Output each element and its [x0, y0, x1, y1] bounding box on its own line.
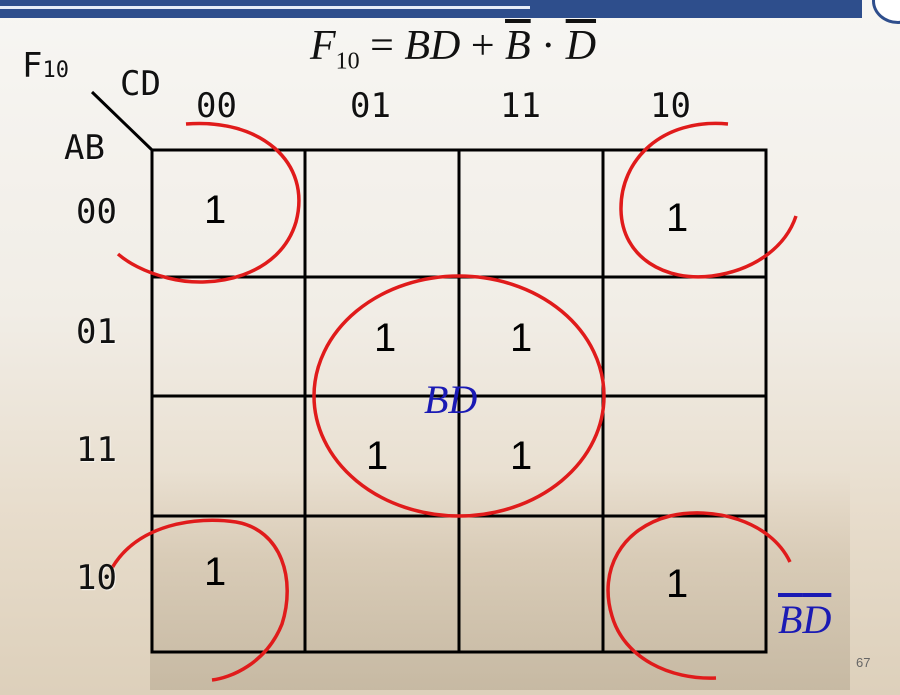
cell-r3-c3: 1: [666, 562, 689, 606]
formula-lhs-sub: 10: [335, 48, 360, 75]
group-label-bd: BD: [424, 377, 478, 422]
formula-equals: =: [370, 23, 394, 69]
group-loop-bd: [312, 274, 606, 518]
formula-lhs: F: [310, 23, 336, 69]
row-header-11: 11: [76, 430, 117, 470]
col-header-10: 10: [650, 86, 691, 126]
formula-term2-a: B: [505, 23, 531, 69]
function-label: F10: [22, 46, 69, 86]
group-loop-bottom-right: [606, 511, 792, 680]
cell-r0-c0: 1: [204, 188, 227, 232]
row-header-10: 10: [76, 558, 117, 598]
cell-r1-c2: 1: [510, 316, 533, 360]
group-label-bbar: B: [778, 597, 803, 642]
cell-r3-c0: 1: [204, 550, 227, 594]
group-label-dbar: D: [802, 597, 832, 642]
corner-diagonal: [90, 90, 154, 152]
cell-r2-c2: 1: [510, 434, 533, 478]
cell-r2-c1: 1: [366, 434, 389, 478]
group-loop-bottom-left: [110, 518, 289, 682]
group-label-bbar-dbar: BD: [778, 596, 831, 643]
formula-plus: +: [470, 23, 495, 69]
col-var-label: CD: [120, 64, 161, 104]
cell-r1-c1: 1: [374, 316, 397, 360]
row-header-01: 01: [76, 312, 117, 352]
function-sub: 10: [42, 58, 69, 83]
page-number: 67: [856, 655, 871, 670]
col-header-11: 11: [500, 86, 541, 126]
function-name: F: [22, 46, 43, 86]
formula-dot: ·: [541, 23, 556, 69]
col-header-00: 00: [196, 86, 237, 126]
row-var-label: AB: [64, 128, 105, 168]
formula: F10 = BD + B · D: [310, 22, 596, 75]
col-header-01: 01: [350, 86, 391, 126]
title-bar-line: [0, 6, 530, 9]
group-loop-top-left: [116, 121, 301, 284]
cell-r0-c3: 1: [666, 196, 689, 240]
group-loop-top-right: [619, 121, 798, 279]
row-header-00: 00: [76, 192, 117, 232]
formula-term1: BD: [404, 23, 461, 69]
formula-term2-b: D: [565, 23, 597, 69]
title-bar: [0, 0, 862, 18]
